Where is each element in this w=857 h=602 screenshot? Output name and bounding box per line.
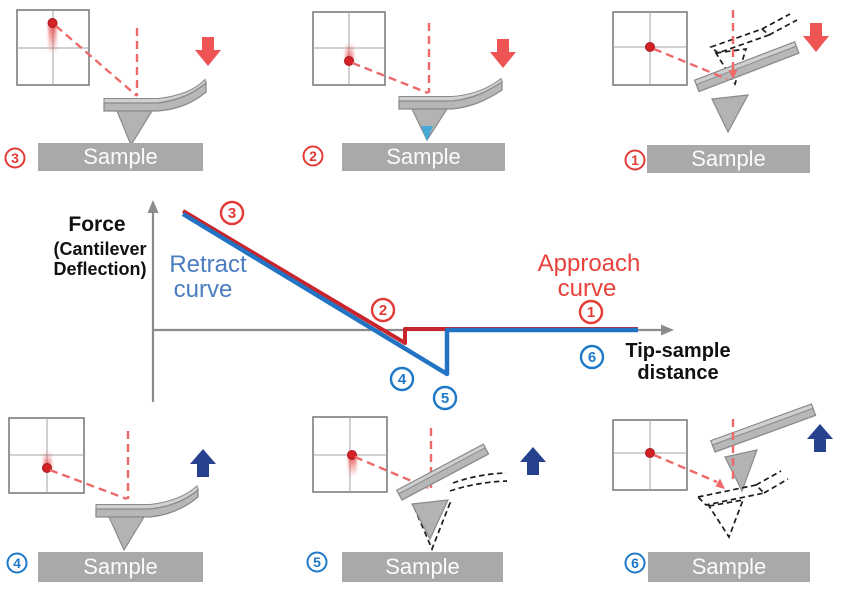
step-badge (6, 552, 28, 574)
panel-step-5: Sample 5 (306, 416, 546, 582)
sample-bar (648, 552, 810, 582)
laser-arrowhead-icon (728, 70, 738, 79)
cantilever-icon (398, 77, 503, 142)
tip-icon (724, 449, 758, 493)
laser-spot-trail (345, 43, 354, 62)
panel-step-3: Sample 3 (4, 9, 221, 171)
step-badge (306, 551, 328, 573)
step-badge-number: 4 (13, 555, 21, 571)
curve-marker-number-4: 4 (398, 371, 407, 388)
y-axis-label-line3: Deflection) (53, 259, 146, 279)
up-arrow-icon (190, 449, 216, 477)
ghost-cantilever-icon (696, 470, 789, 539)
retract-curve-label-line1: Retract (169, 251, 247, 278)
up-arrow-icon (520, 447, 546, 475)
curve-marker-4 (389, 366, 415, 392)
laser-spot-icon (47, 18, 58, 28)
x-axis-label-line1: Tip-sample (625, 340, 730, 362)
sample-label: Sample (385, 554, 460, 579)
laser-spot-icon (42, 463, 52, 473)
curve-marker-number-6: 6 (588, 349, 596, 366)
laser-spot-trail (348, 456, 357, 476)
sample-bar (647, 145, 810, 173)
sample-label: Sample (692, 554, 767, 579)
curve-marker-number-5: 5 (441, 390, 449, 407)
step-badge-number: 6 (631, 555, 639, 571)
tip-icon (411, 108, 449, 142)
laser-spot-trail (48, 24, 57, 54)
down-arrow-icon (195, 37, 221, 66)
panel-step-1: Sample 1 (612, 10, 829, 173)
curve-marker-number-3: 3 (228, 205, 236, 222)
panel-step-4: Sample 4 (6, 417, 216, 582)
y-axis-arrowhead (147, 200, 159, 213)
laser-spot-icon (645, 42, 655, 52)
laser-spot-icon (347, 450, 357, 460)
cantilever-icon (710, 403, 817, 493)
x-axis-arrowhead (661, 324, 674, 336)
retract-curve-label-line2: curve (174, 276, 233, 303)
tip-icon (711, 94, 750, 134)
sample-label: Sample (386, 144, 461, 169)
x-axis-label-line2: distance (637, 362, 718, 384)
down-arrow-icon (803, 23, 829, 52)
step-badge-number: 1 (631, 152, 639, 168)
curve-marker-3 (219, 200, 245, 226)
laser-spot-icon (645, 448, 655, 458)
cantilever-icon (103, 78, 207, 147)
retract-curve (181, 212, 638, 377)
approach-curve-label-line1: Approach (538, 250, 641, 277)
tip-icon (108, 516, 146, 552)
sample-label: Sample (83, 144, 158, 169)
cantilever-icon (693, 41, 800, 134)
step-badge-number: 5 (313, 554, 321, 570)
up-arrow-icon (807, 424, 833, 452)
sample-bar (38, 143, 203, 171)
curve-marker-5 (432, 385, 458, 411)
force-distance-plot: 3 2 1 4 5 6 Force (Cantilever Deflection) Ret… (53, 200, 731, 411)
laser-beam-icon (352, 23, 431, 95)
cantilever-icon (95, 485, 199, 552)
curve-marker-6 (579, 344, 605, 370)
step-badge (624, 552, 646, 574)
force-curves (181, 209, 638, 377)
cantilever-icon (395, 443, 490, 541)
tip-icon (116, 110, 154, 147)
panel-step-2: Sample 2 (302, 11, 516, 171)
laser-beam-icon (49, 431, 130, 501)
step-badge (302, 145, 324, 167)
laser-beam-icon (653, 419, 735, 484)
step-badge-number: 3 (11, 150, 19, 166)
laser-spot-icon (344, 56, 354, 66)
curve-marker-2 (370, 297, 396, 323)
down-arrow-icon (490, 39, 516, 68)
sample-bar (38, 552, 203, 582)
approach-curve-label-line2: curve (558, 275, 617, 302)
laser-spot-trail (43, 451, 52, 469)
curve-marker-1 (578, 299, 604, 325)
tip-contact-icon (421, 126, 433, 141)
y-axis-label-line1: Force (68, 213, 125, 236)
sample-label: Sample (83, 554, 158, 579)
y-axis-label-line2: (Cantilever (53, 239, 146, 259)
sample-bar (342, 552, 503, 582)
step-badge (4, 147, 26, 169)
laser-beam-icon (653, 10, 735, 81)
curve-step-markers: 3 2 1 4 5 6 (219, 200, 605, 411)
sample-bar (342, 143, 505, 171)
panel-step-6: Sample 6 (612, 403, 833, 582)
step-badge (624, 149, 646, 171)
laser-beam-icon (55, 25, 139, 97)
tip-icon (411, 499, 449, 541)
laser-arrowhead-icon (715, 478, 725, 489)
sample-label: Sample (691, 146, 766, 171)
curve-marker-number-1: 1 (587, 304, 595, 321)
curve-marker-number-2: 2 (379, 302, 387, 319)
step-badge-number: 2 (309, 148, 317, 164)
